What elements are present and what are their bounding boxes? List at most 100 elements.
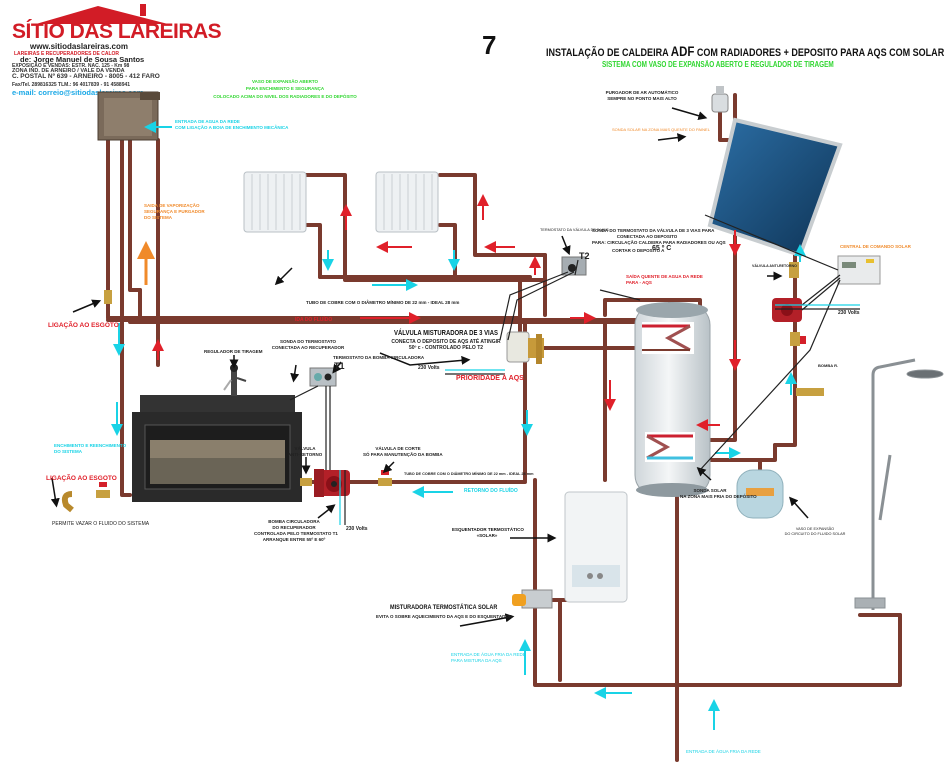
- pointer-arrow: [317, 504, 336, 519]
- drain-note: PERMITE VAZAR O FLUIDO DO SISTEMA: [52, 521, 150, 527]
- pipe-network: [106, 93, 902, 762]
- valve-3way-desc-1: CONECTA O DEPOSITO DE AQS ATÉ ATINGIR: [391, 339, 501, 345]
- pipe: [128, 138, 142, 292]
- logo-phones: Fax/Tel. 289816325 TLM.: 96 4017839 - 91…: [12, 82, 131, 88]
- pipe: [438, 223, 457, 282]
- pointer-arrow: [332, 361, 342, 374]
- draft-regulator: [223, 364, 247, 396]
- fill-system-line-2: DO SISTEMA: [54, 449, 83, 454]
- logo-email[interactable]: e-mail: correio@sitiodaslareiras.com: [12, 88, 144, 97]
- pipe: [120, 138, 132, 497]
- check-valve-line-1: VÁLVULA: [294, 446, 316, 451]
- pointer-arrow: [379, 352, 471, 366]
- cold-mix-line-1: ENTRADA DE ÁGUA FRIA DA REDE: [451, 652, 526, 657]
- fill-system-line-1: ENCHIMENTO E REENCHIMENTO: [54, 443, 127, 448]
- thermostat-t1: [309, 367, 337, 387]
- hot-water-tank: [634, 302, 711, 497]
- t2-probe-line-4: CORTAR O DEPOSITO A: [612, 248, 665, 253]
- boiler-recuperator: [132, 364, 302, 502]
- solar-pump-label: BOMBA R.: [818, 363, 839, 368]
- pipe: [688, 443, 777, 462]
- circulator-pump-line-1: BOMBA CIRCULADORA: [268, 519, 320, 524]
- pipe: [533, 478, 902, 687]
- flow-out-label: IDA DO FLUÍDO: [295, 317, 333, 323]
- volts-label-pump: 230 Volts: [346, 526, 368, 532]
- shutoff-valve-line-1: VÁLVULA DE CORTE: [375, 446, 421, 451]
- thermostatic-mixer: [512, 589, 553, 609]
- radiator-left: [243, 171, 307, 233]
- pointer-arrows: [50, 107, 809, 627]
- title-brand: ADF: [670, 43, 695, 59]
- drain-fitting: [104, 290, 112, 304]
- diagram-title: INSTALAÇÃO DE CALDEIRA ADF COM RADIADORE…: [546, 43, 944, 59]
- probe-recuperator-line-2: CONECTADA AO RECUPERADOR: [271, 345, 345, 350]
- draft-regulator-label: REGULADOR DE TIRAGEM: [204, 349, 263, 354]
- pipe: [303, 223, 322, 279]
- cold-flow-arrows: [111, 121, 806, 730]
- water-heater-line-2: «SOLAR»: [476, 533, 498, 538]
- check-valve: [300, 478, 312, 486]
- water-inlet-line-2: COM LIGAÇÃO A BOIA DE ENCHIMENTO MECÂNIC…: [175, 125, 289, 130]
- hot-flow-arrows: [152, 194, 741, 431]
- volts-label-valve: 230 Volts: [418, 365, 440, 371]
- hot-water-out-line-1: SAÍDA QUENTE DE AGUA DA REDE: [626, 274, 703, 279]
- title-post: COM RADIADORES + DEPOSITO PARA AQS COM S…: [694, 47, 945, 59]
- vapor-outlet-line-1: SAIDA DE VAPORIZAÇÃO: [144, 203, 200, 208]
- solar-controller: [837, 255, 881, 285]
- solar-expansion-line-1: VASO DE EXPANSÃO: [795, 527, 835, 531]
- air-purger-line-2: SEMPRE NO PONTO MAIS ALTO: [607, 96, 677, 101]
- copper-pipe-label-bottom: TUBO DE COBRE COM O DIÂMETRO MÍNIMO DE 2…: [404, 472, 534, 476]
- t2-probe-line-1: SONDA DO TERMOSTATO DA VÁLVULA DE 3 VIAS…: [592, 228, 715, 233]
- shower-column: [854, 358, 944, 610]
- pointer-arrow: [459, 613, 515, 627]
- shutoff-valve: [378, 470, 392, 486]
- pointer-arrow: [290, 364, 300, 383]
- water-heater-line-1: ESQUENTADOR TERMOSTÁTICO: [452, 527, 524, 532]
- solar-expansion-vessel: [736, 469, 784, 519]
- copper-pipe-label-top: TUBO DE COBRE COM O DIÂMETRO MÍNIMO DE 2…: [306, 300, 460, 305]
- t2-temperature: 65 º C: [652, 245, 672, 252]
- flow-return-label: RETORNO DO FLUÍDO: [464, 488, 518, 494]
- valve-3way-desc-2: 50º c - CONTROLADO PELO T2: [408, 345, 484, 351]
- expansion-vessel-line-2: PARA ENCHIMENTO E SEGURANÇA: [245, 86, 325, 91]
- page-number: 7: [482, 30, 497, 60]
- logo-website: www.sitiodaslareiras.com: [30, 42, 128, 51]
- pointer-arrow: [274, 267, 293, 286]
- pipe: [438, 173, 547, 257]
- pointer-arrow: [50, 477, 60, 508]
- expansion-vessel-line-3: COLOCADO ACIMA DO NIVEL DOS RADIADORES E…: [213, 94, 357, 99]
- pointer-arrow: [671, 107, 708, 121]
- thermo-mixer-desc: EVITA O SOBRE AQUECIMENTO DA AQS E DO ES…: [376, 614, 513, 619]
- open-expansion-vessel: [97, 91, 160, 141]
- air-purger-line-1: PURGADOR DE AR AUTOMÁTICO: [605, 90, 679, 95]
- tank-probe-line-2: NA ZONA MAIS FRIA DO DEPÓSITO: [680, 494, 757, 499]
- pump-thermostat-label: TERMOSTATO DA BOMBA CIRCULADORA: [333, 355, 425, 360]
- diagram-subtitle: SISTEMA COM VASO DE EXPANSÃO ABERTO E RE…: [602, 60, 834, 69]
- pointer-arrow: [561, 235, 571, 256]
- upper-coil: [642, 322, 694, 354]
- probe-recuperator-line-1: SONDA DO TERMOSTATO: [279, 339, 337, 344]
- pointer-arrow: [382, 461, 395, 474]
- water-inlet-line-1: ENTRADA DE AGUA DA REDE: [175, 119, 240, 124]
- drain-connection-top: LIGAÇÃO AO ESGOTO: [48, 322, 119, 329]
- t1-label: T1: [334, 361, 345, 371]
- thermo-mixer-title: MISTURADORA TERMOSTÁTICA SOLAR: [390, 604, 498, 611]
- radiator-right: [375, 171, 439, 233]
- roof-icon: [36, 4, 168, 24]
- vapor-outlet-line-3: DO SISTEMA: [144, 215, 173, 220]
- drain-connection-bottom: LIGAÇÃO AO ESGOTO: [46, 475, 117, 482]
- circulator-pump-line-3: CONTROLADA PELO TERMOSTATO T1: [254, 531, 338, 536]
- expansion-vessel-line-1: VASO DE EXPANSÃO ABERTO: [251, 79, 319, 84]
- solar-check-valve-label: VÁLVULA ANTI-RETORNO: [752, 264, 797, 268]
- automatic-air-purger: [711, 86, 729, 113]
- valve-3way-title: VÁLVULA MISTURADORA DE 3 VIAS: [394, 330, 498, 337]
- t2-probe-line-3: PARA: CIRCULAÇÃO CALDEIRA PARA RADIADORE…: [592, 240, 726, 245]
- drain-valve: [61, 482, 110, 513]
- solar-expansion-line-2: DO CIRCUITO DO FLUIDO SOLAR: [784, 532, 846, 536]
- logo-name: SÍTIO DAS LAREIRAS: [12, 20, 222, 43]
- logo-address-1: EXPOSIÇÃO E VENDAS: ESTR. NAC. 125 - Km …: [12, 63, 130, 69]
- circulator-pump-line-4: ARRANQUE ENTRE 55º E 60º: [262, 537, 326, 542]
- thermostatic-water-heater: [564, 491, 628, 603]
- pointer-arrow: [696, 466, 712, 481]
- t2-probe-line-2: CONECTADA AO DEPOSITO: [616, 234, 678, 239]
